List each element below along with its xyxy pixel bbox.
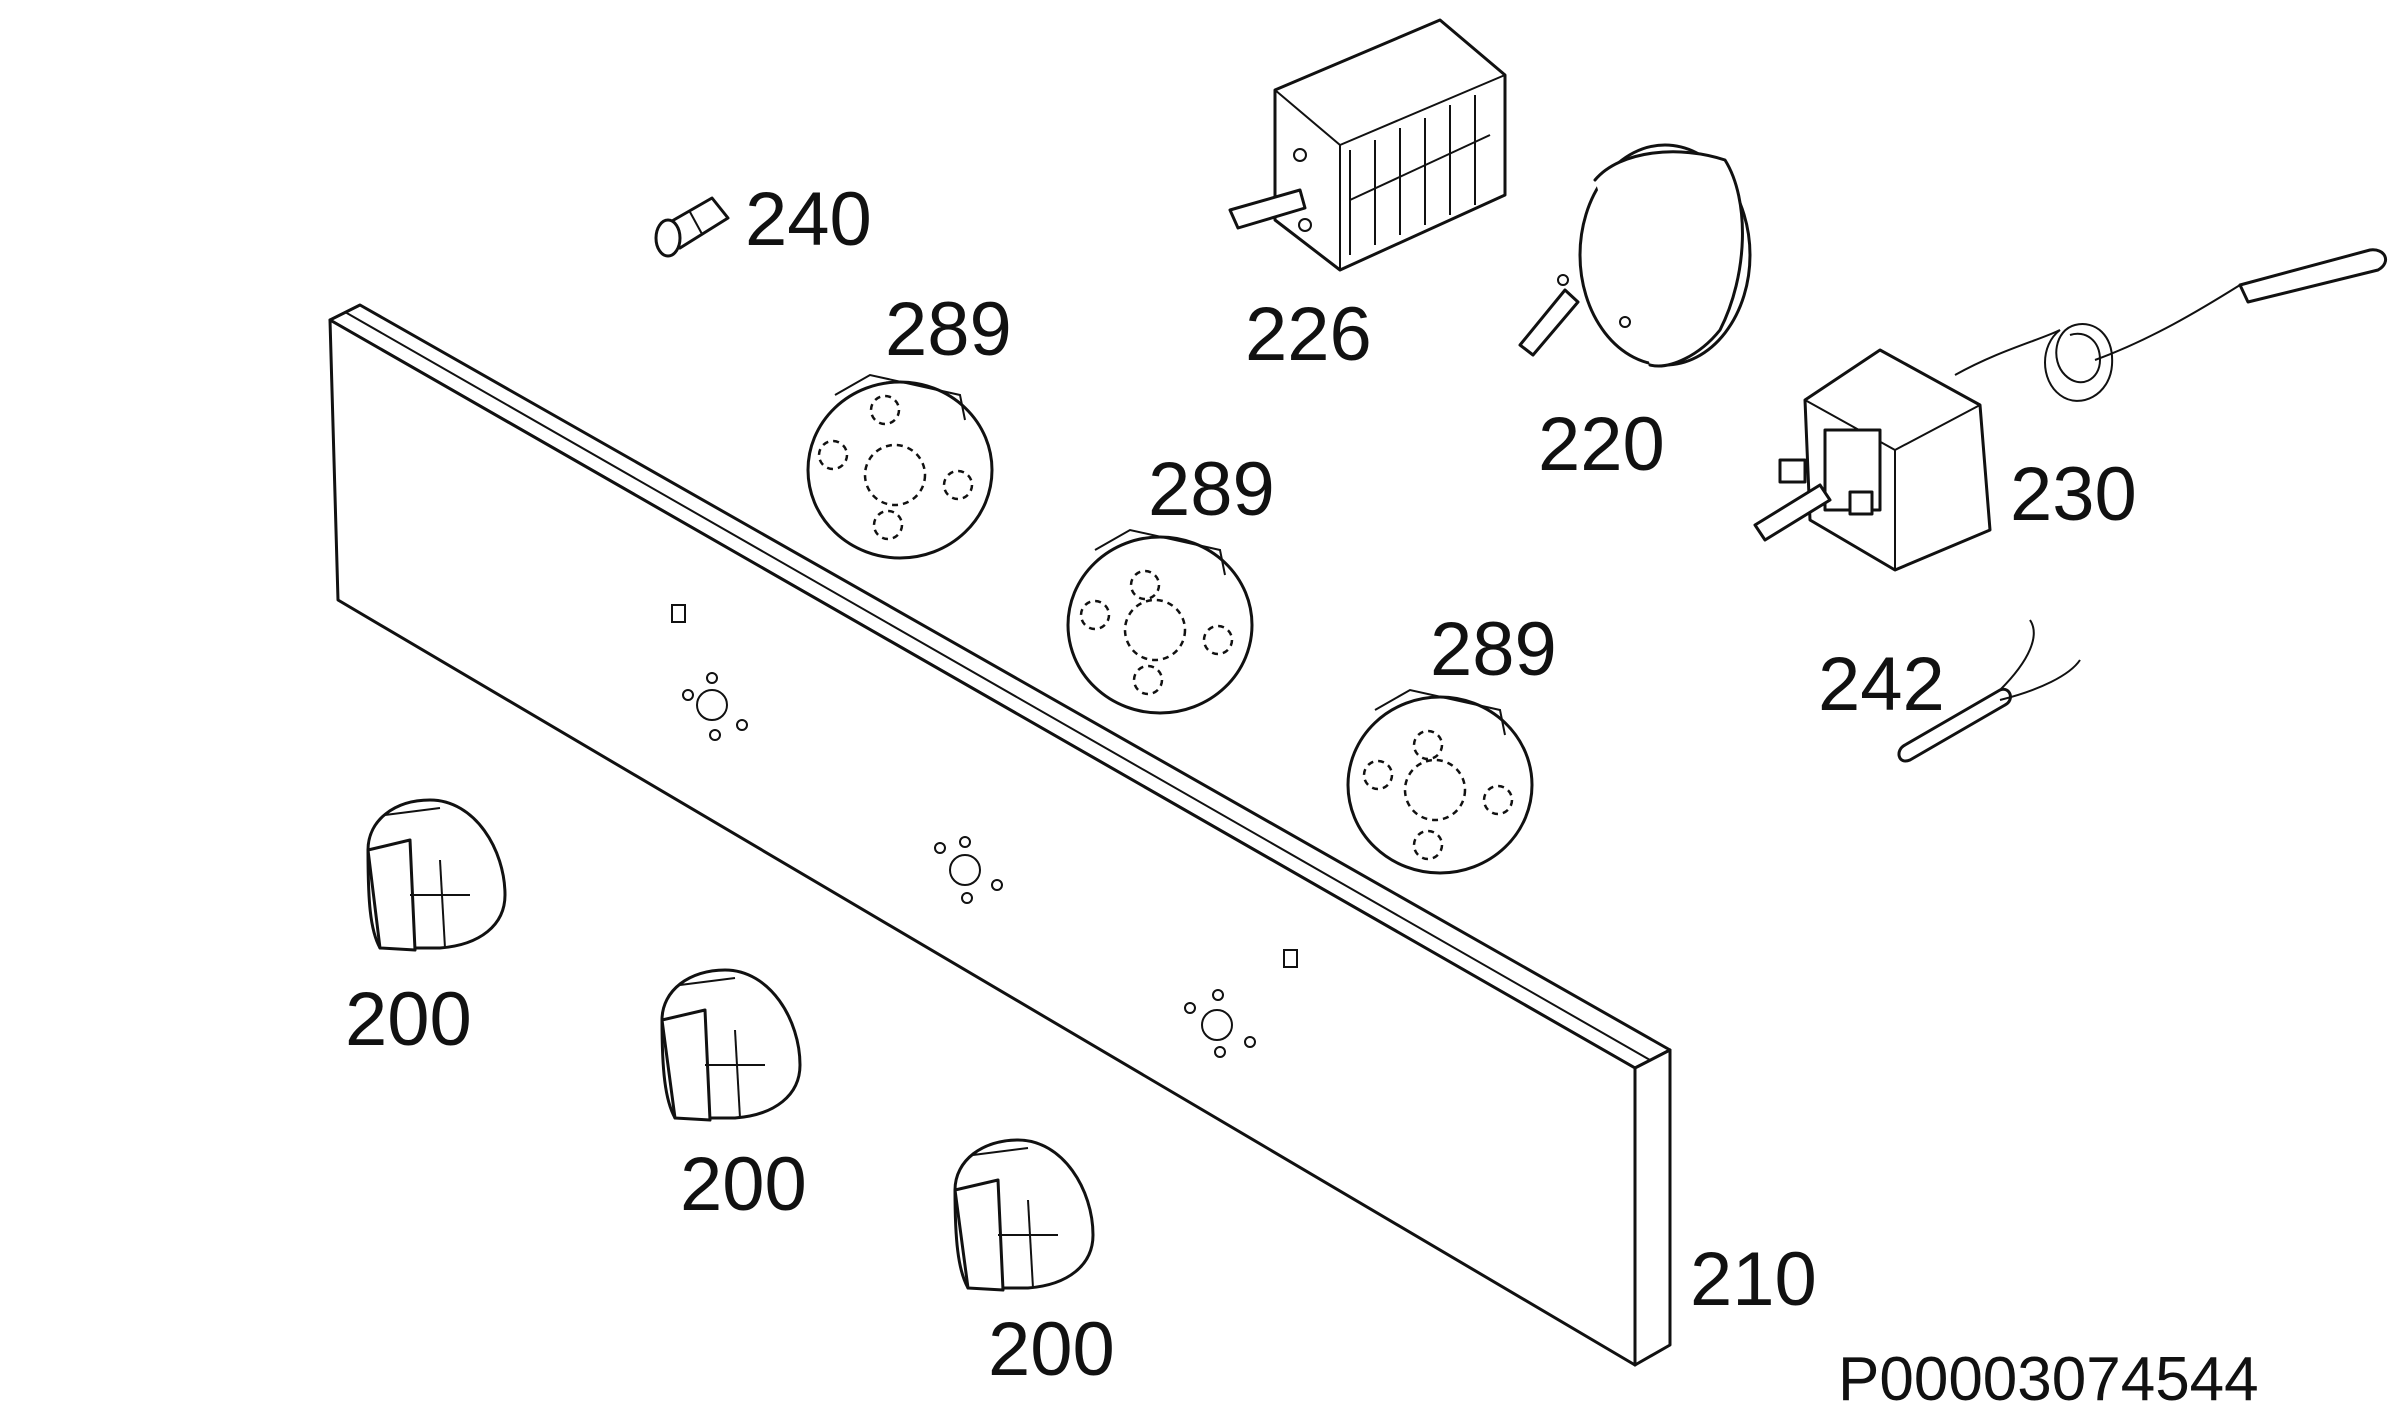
label-knob-1: 200 [345,977,472,1062]
label-lamp: 240 [745,177,872,262]
timer [1518,143,1752,368]
label-knob-3: 200 [988,1307,1115,1392]
lamp [654,196,730,258]
knob-holder-3 [1346,688,1534,875]
panel-hole-group-3 [1184,989,1256,1058]
label-knob-holder-2: 289 [1148,447,1275,532]
label-knob-2: 200 [680,1142,807,1227]
thermostat [1753,248,2388,572]
knob-holder-1 [806,373,994,560]
label-knob-holder-3: 289 [1430,607,1557,692]
panel-hole-group-2 [934,836,1003,904]
label-knob-holder-1: 289 [885,287,1012,372]
label-sensor: 242 [1818,642,1945,727]
label-selector-switch: 226 [1245,292,1372,377]
selector-switch [1228,18,1507,272]
knob-3 [953,1138,1095,1292]
knob-holder-2 [1066,528,1254,715]
control-panel [328,303,1672,1367]
knob-1 [366,798,507,952]
knob-2 [660,968,802,1122]
label-thermostat: 230 [2010,452,2137,537]
label-timer: 220 [1538,402,1665,487]
drawing-code: P00003074544 [1838,1345,2259,1414]
sensor [1897,619,2081,763]
panel-hole-group-1 [682,672,748,741]
label-panel: 210 [1690,1237,1817,1322]
